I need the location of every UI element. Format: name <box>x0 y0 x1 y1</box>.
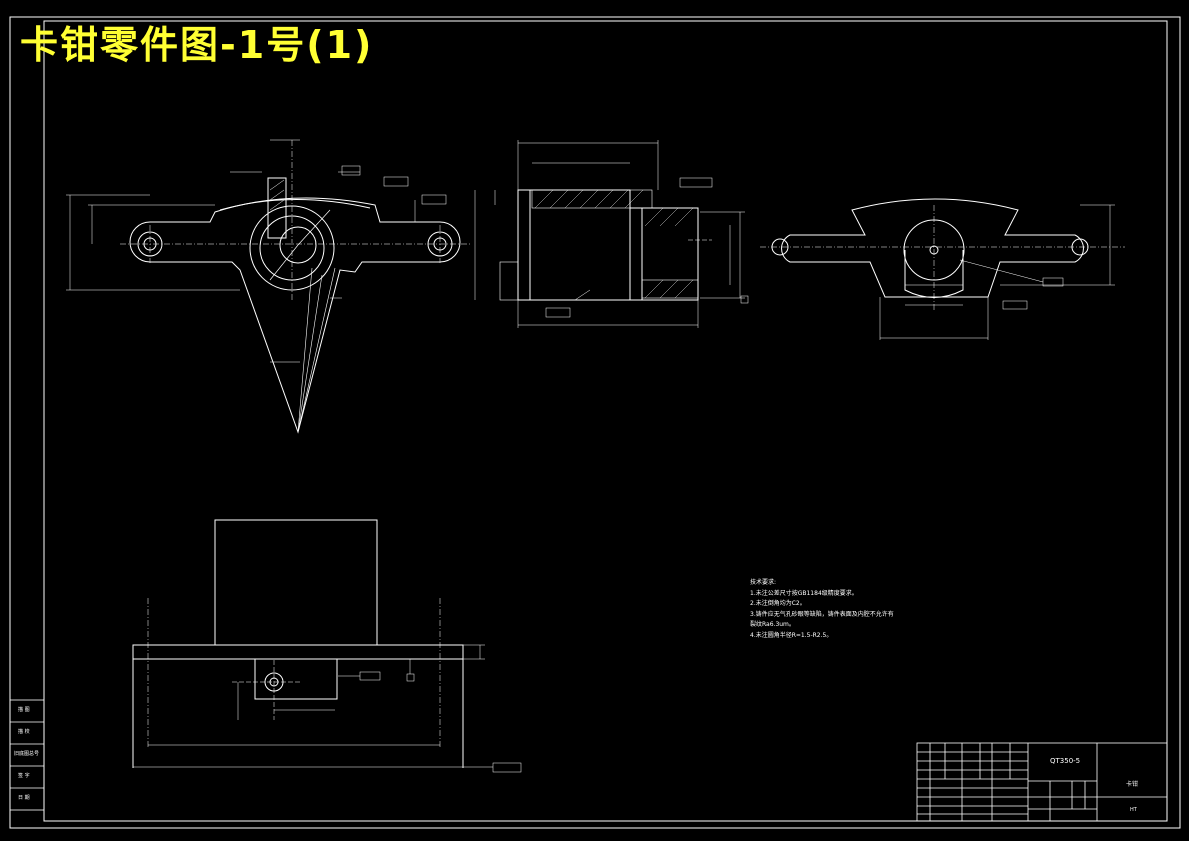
drawing-title: 卡钳零件图-1号(1) <box>20 23 374 67</box>
top-view-dims <box>133 598 522 773</box>
side-table-label: 描 图 <box>18 707 30 713</box>
title-block <box>916 742 1168 822</box>
notes-heading: 技术要求: <box>750 579 777 586</box>
side-view-dims <box>760 204 1125 340</box>
side-table <box>9 699 45 811</box>
part-name: 卡钳 <box>1126 781 1139 788</box>
material-code: HT <box>1130 807 1137 813</box>
section-view <box>499 189 699 301</box>
outer-frame <box>9 16 1181 829</box>
side-table-label: 签 字 <box>18 773 30 779</box>
front-view <box>129 177 461 434</box>
side-view <box>771 198 1089 298</box>
note-item: 1.未注公差尺寸按GB1184级精度要求。 <box>750 589 858 597</box>
section-hatch <box>534 189 694 299</box>
side-table-label: 日 期 <box>18 795 30 801</box>
top-view <box>132 519 464 768</box>
model-code: QT350-5 <box>1050 757 1081 765</box>
note-item: 4.未注圆角半径R=1.5-R2.5。 <box>750 631 833 639</box>
front-view-dims <box>66 139 470 363</box>
side-table-label: 描 校 <box>18 729 30 735</box>
note-item: 2.未注倒角均为C2。 <box>750 600 806 607</box>
technical-notes: 技术要求: 1.未注公差尺寸按GB1184级精度要求。 2.未注倒角均为C2。 … <box>750 578 894 641</box>
side-table-label: 旧底图总号 <box>14 751 40 757</box>
section-dims <box>474 140 749 328</box>
inner-frame <box>43 20 1168 822</box>
note-item: 3.铸件应无气孔砂眼等缺陷，铸件表面及内腔不允许有 <box>750 610 894 618</box>
note-item: 裂纹Ra6.3um。 <box>750 621 795 628</box>
